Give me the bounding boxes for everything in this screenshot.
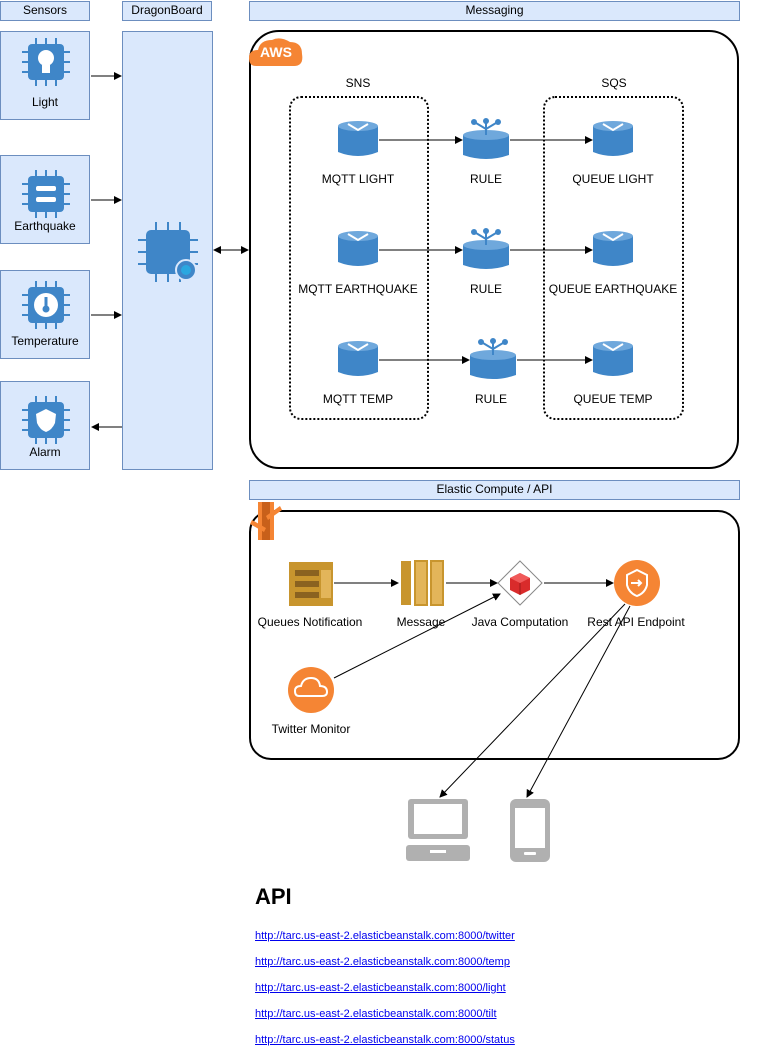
temperature-sensor[interactable]: Temperature [0,270,90,359]
sqs-group [543,96,684,420]
light-sensor[interactable]: Light [0,31,90,120]
dragonboard-box[interactable] [122,31,213,470]
rule-earthquake-label: RULE [469,282,502,296]
rule-temp-icon [470,338,516,379]
edge-api-desktop [439,603,626,798]
api-link-twitter[interactable]: http://tarc.us-east-2.elasticbeanstalk.c… [255,930,515,942]
mqtt-temp-label: MQTT TEMP [322,392,394,406]
api-title: API [255,884,292,909]
mqtt-temp-icon [338,341,378,376]
elastic-beanstalk-icon [250,502,282,540]
aws-cloud-icon [249,38,303,66]
queue-earthquake-label: QUEUE EARTHQUAKE [548,282,678,296]
queue-temp-icon [593,341,633,376]
java-computation-label: Java Computation [471,615,569,629]
earthquake-sensor[interactable]: Earthquake [0,155,90,244]
queue-light-icon [593,121,633,156]
queues-notification-label: Queues Notification [257,615,363,629]
mobile-phone-icon [510,799,550,862]
sns-label: SNS [345,76,371,90]
twitter-monitor-label: Twitter Monitor [271,722,351,736]
alarm-label: Alarm [29,445,61,459]
sensors-header: Sensors [0,1,90,21]
alarm-actuator[interactable]: Alarm [0,381,90,470]
edge-twitter-java [333,593,501,679]
queue-light-label: QUEUE LIGHT [572,172,654,186]
messaging-header: Messaging [249,1,740,21]
sqs-label: SQS [601,76,627,90]
tilt-chip-icon [22,170,70,218]
sns-group [289,96,429,420]
sqs-queues-icon [289,562,333,606]
earthquake-label: Earthquake [14,219,76,233]
rule-light-icon [463,118,509,159]
message-icon [401,560,444,606]
compute-header: Elastic Compute / API [249,480,740,500]
twitter-cloud-icon [288,667,334,713]
desktop-computer-icon [406,799,470,861]
mqtt-earthquake-label: MQTT EARTHQUAKE [298,282,418,296]
shield-chip-icon [22,396,70,444]
compute-container [249,510,740,760]
queue-earthquake-icon [593,231,633,266]
queue-temp-label: QUEUE TEMP [573,392,653,406]
rule-light-label: RULE [469,172,502,186]
mqtt-light-label: MQTT LIGHT [321,172,395,186]
api-link-status[interactable]: http://tarc.us-east-2.elasticbeanstalk.c… [255,1034,515,1046]
api-gateway-icon [614,560,660,606]
temperature-label: Temperature [11,334,79,348]
api-link-tilt[interactable]: http://tarc.us-east-2.elasticbeanstalk.c… [255,1008,497,1020]
edge-api-mobile [526,605,631,798]
java-cube-icon [497,560,543,606]
mqtt-light-icon [338,121,378,156]
light-bulb-chip-icon [22,38,70,86]
aws-messaging-container [249,30,739,469]
dragonboard-header: DragonBoard [122,1,212,21]
mqtt-earthquake-icon [338,231,378,266]
message-label: Message [396,615,446,629]
light-label: Light [31,95,59,109]
dragonboard-chip-icon [138,222,198,282]
api-link-light[interactable]: http://tarc.us-east-2.elasticbeanstalk.c… [255,982,506,994]
rest-api-label: Rest API Endpoint [587,615,685,629]
api-link-temp[interactable]: http://tarc.us-east-2.elasticbeanstalk.c… [255,956,510,968]
rule-temp-label: RULE [474,392,507,406]
rule-earthquake-icon [463,228,509,269]
thermometer-chip-icon [22,281,70,329]
aws-badge: AWS [260,44,292,60]
